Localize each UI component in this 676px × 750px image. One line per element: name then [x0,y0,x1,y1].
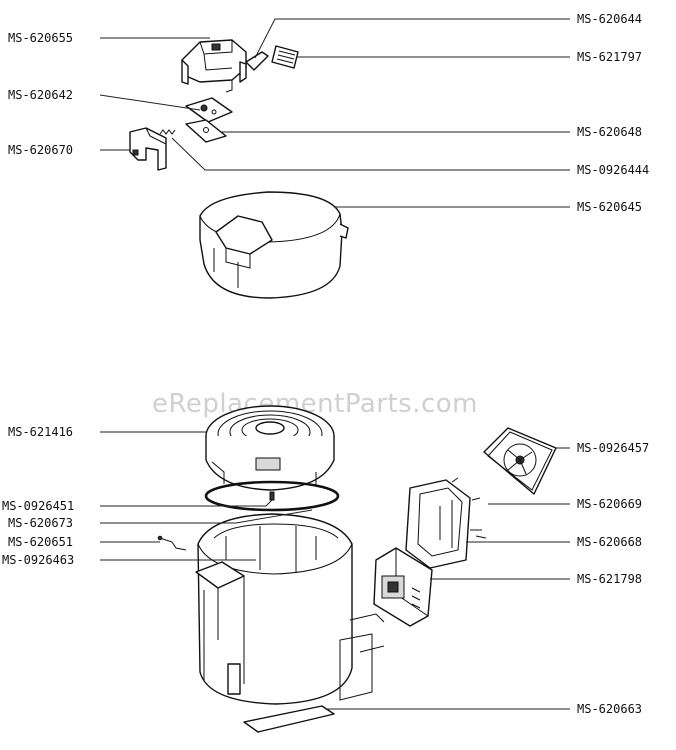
label-ms-620668: MS-620668 [577,535,642,549]
label-ms-621798: MS-621798 [577,572,642,586]
label-ms-620669: MS-620669 [577,497,642,511]
label-ms-620670: MS-620670 [8,143,73,157]
label-ms-0926451: MS-0926451 [2,499,74,513]
inner-cover-part [205,405,335,491]
label-ms-0926457: MS-0926457 [577,441,649,455]
seal-ring-part [204,480,340,512]
lid-part [199,191,349,299]
spring-part [159,129,176,135]
label-ms-621797: MS-621797 [577,50,642,64]
fan-part [483,427,557,495]
label-ms-620645: MS-620645 [577,200,642,214]
label-ms-620673: MS-620673 [8,516,73,530]
leader-lines [99,18,570,710]
control-box-part [373,547,433,627]
main-housing-part [195,513,353,705]
label-ms-620655: MS-620655 [8,31,73,45]
latch-part [129,127,167,171]
label-ms-0926444: MS-0926444 [577,163,649,177]
label-ms-620642: MS-620642 [8,88,73,102]
label-ms-620648: MS-620648 [577,125,642,139]
wire-clip-part [157,535,187,551]
gasket-plate-part [185,119,227,143]
plate-part [185,97,233,123]
part-labels: MS-620655 MS-620644 MS-621797 MS-620642 … [2,12,649,716]
label-ms-620651: MS-620651 [8,535,73,549]
handle-top-part [181,39,247,93]
fan-bracket-part [405,477,487,569]
grille-part [271,45,299,69]
base-plate-part [243,613,385,733]
screw-part [269,491,275,501]
label-ms-620663: MS-620663 [577,702,642,716]
label-ms-621416: MS-621416 [8,425,73,439]
label-ms-620644: MS-620644 [577,12,642,26]
label-ms-0926463: MS-0926463 [2,553,74,567]
